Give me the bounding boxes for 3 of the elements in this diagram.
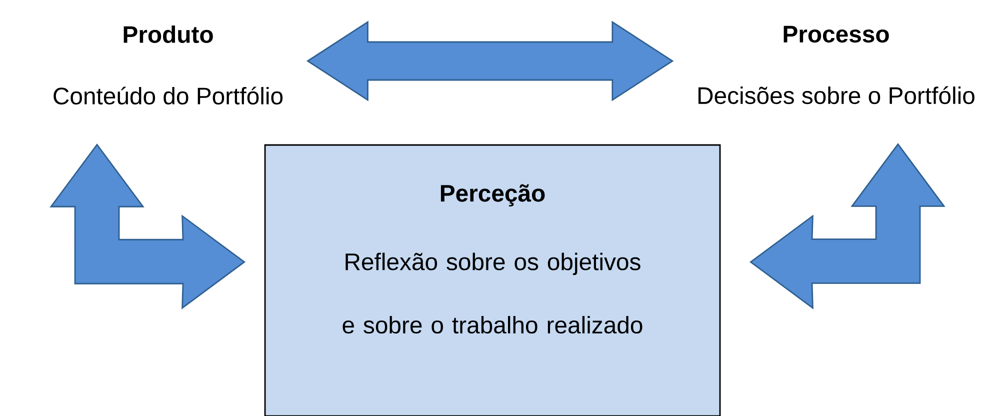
process-box: Perceção Reflexão sobre os objetivos e sobre o trabalho realizado: [264, 144, 721, 416]
text-label: Produto Conteúdo do Portfólio: [54, 25, 283, 104]
text-label: Processo Decisões sobre o Portfólio: [698, 26, 974, 104]
